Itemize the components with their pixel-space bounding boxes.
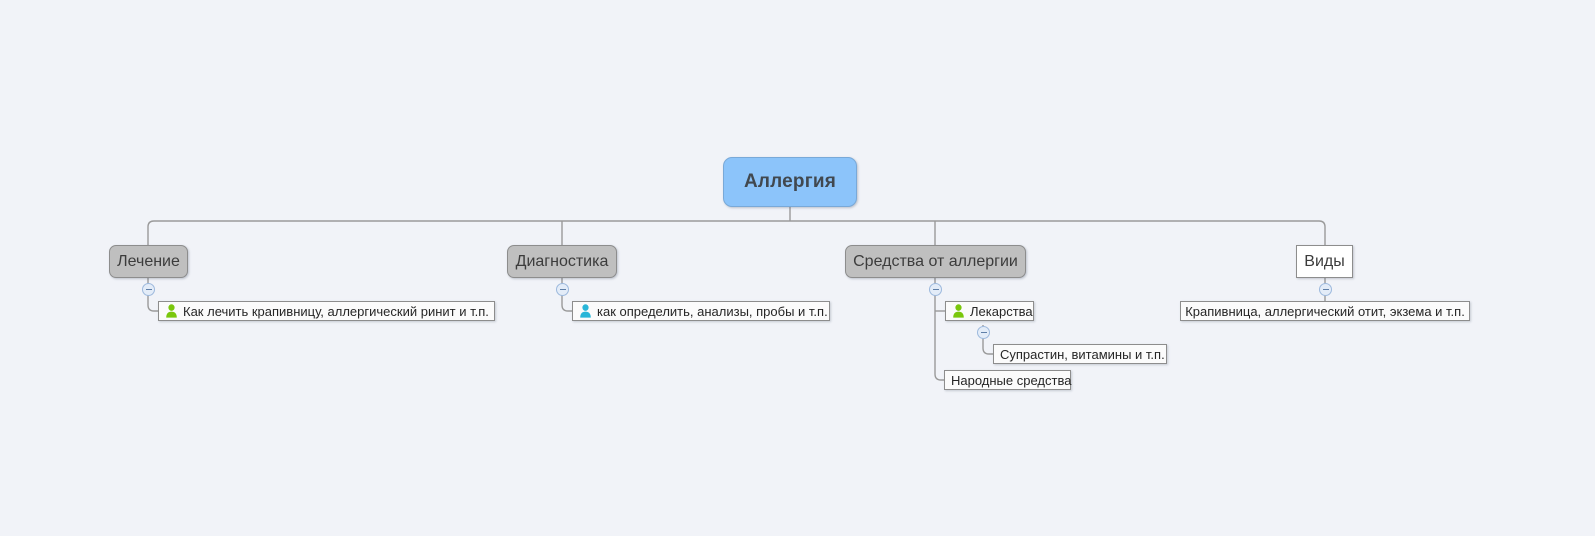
node-label: Крапивница, аллергический отит, экзема и… bbox=[1185, 303, 1465, 319]
mindmap-node-lechenie-child[interactable]: Как лечить крапивницу, аллергический рин… bbox=[158, 301, 495, 321]
mindmap-node-diagnostika[interactable]: Диагностика bbox=[507, 245, 617, 278]
connector-main-bus bbox=[147, 220, 1326, 245]
mindmap-node-vidy-child[interactable]: Крапивница, аллергический отит, экзема и… bbox=[1180, 301, 1470, 321]
mindmap-node-lekarstva[interactable]: Лекарства bbox=[945, 301, 1034, 321]
mindmap-node-root[interactable]: Аллергия bbox=[723, 157, 857, 207]
mindmap-node-suprastin[interactable]: Супрастин, витамины и т.п. bbox=[993, 344, 1167, 364]
node-label: Как лечить крапивницу, аллергический рин… bbox=[183, 303, 489, 319]
mindmap-node-lechenie[interactable]: Лечение bbox=[109, 245, 188, 278]
mindmap-node-narodnye-sredstva[interactable]: Народные средства bbox=[944, 370, 1071, 390]
node-label: Лекарства bbox=[970, 303, 1033, 319]
node-label: Лечение bbox=[117, 252, 180, 270]
node-label: Диагностика bbox=[515, 252, 609, 270]
collapse-toggle-lechenie[interactable] bbox=[142, 283, 155, 296]
node-label: как определить, анализы, пробы и т.п. bbox=[597, 303, 828, 319]
node-label: Виды bbox=[1304, 252, 1345, 270]
collapse-toggle-vidy[interactable] bbox=[1319, 283, 1332, 296]
person-icon bbox=[165, 304, 178, 318]
person-icon bbox=[579, 304, 592, 318]
mindmap-node-sredstva[interactable]: Средства от аллергии bbox=[845, 245, 1026, 278]
node-label: Супрастин, витамины и т.п. bbox=[1000, 346, 1165, 362]
node-label: Народные средства bbox=[951, 372, 1072, 388]
collapse-toggle-lekarstva[interactable] bbox=[977, 326, 990, 339]
node-label: Средства от аллергии bbox=[853, 252, 1018, 270]
mindmap-node-vidy[interactable]: Виды bbox=[1296, 245, 1353, 278]
person-icon bbox=[952, 304, 965, 318]
mindmap-node-diagnostika-child[interactable]: как определить, анализы, пробы и т.п. bbox=[572, 301, 830, 321]
collapse-toggle-diagnostika[interactable] bbox=[556, 283, 569, 296]
collapse-toggle-sredstva[interactable] bbox=[929, 283, 942, 296]
node-label: Аллергия bbox=[743, 171, 837, 192]
